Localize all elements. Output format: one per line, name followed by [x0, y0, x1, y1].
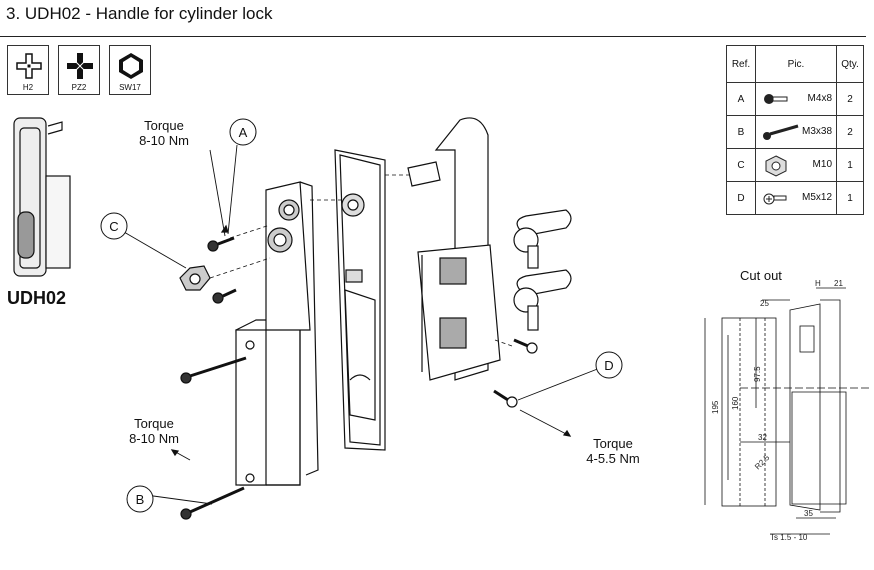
dim-32: 32: [758, 433, 767, 442]
product-thumbnail: [13, 117, 71, 277]
row-part: M4x8: [807, 93, 832, 104]
row-qty: 2: [836, 115, 864, 149]
parts-table: Ref. Pic. Qty. A M4x8 2 B M3x38 2 C M10 …: [726, 45, 864, 215]
dim-195: 195: [711, 400, 720, 414]
row-part: M3x38: [801, 126, 832, 137]
torque-label-right: Torque 4-5.5 Nm: [576, 436, 650, 466]
screw-d-2: [513, 338, 538, 354]
screw-medium-icon: [763, 193, 787, 205]
table-row: D M5x12 1: [726, 181, 864, 215]
dim-160: 160: [731, 396, 740, 410]
torque-bottom-line2: 8-10 Nm: [129, 431, 179, 446]
row-qty: 1: [836, 181, 864, 215]
col-ref: Ref.: [726, 45, 756, 83]
callout-b: B: [136, 492, 145, 507]
torque-top-line1: Torque: [144, 118, 184, 133]
callout-c-circle: [100, 212, 128, 240]
tool-h2: H2: [7, 45, 49, 95]
row-part: M10: [812, 159, 832, 170]
screw-a-2: [212, 288, 237, 304]
tool-pz2: PZ2: [58, 45, 100, 95]
pozidriv-cross-icon: [67, 53, 93, 79]
page-title: 3. UDH02 - Handle for cylinder lock: [6, 4, 273, 23]
dim-h: H: [815, 279, 821, 288]
callout-a-circle: [229, 118, 257, 146]
cylinder-lower: [513, 269, 572, 331]
callout-a: A: [239, 125, 248, 140]
leader-lines: [123, 144, 601, 505]
hex-h-cross-icon: [16, 53, 42, 79]
dim-97-5: 97.5: [753, 366, 762, 382]
callout-d-circle: [595, 351, 623, 379]
dim-21: 21: [834, 279, 843, 288]
row-ref: B: [726, 115, 756, 149]
nut-icon: [765, 155, 787, 177]
torque-right-line2: 4-5.5 Nm: [586, 451, 640, 466]
torque-right-line1: Torque: [593, 436, 633, 451]
screw-b-lower: [180, 486, 245, 520]
torque-label-bottom: Torque 8-10 Nm: [118, 416, 190, 446]
torque-bottom-line1: Torque: [134, 416, 174, 431]
row-qty: 1: [836, 148, 864, 182]
callout-d: D: [604, 358, 613, 373]
lock-body: [407, 117, 501, 381]
torque-label-top: Torque 8-10 Nm: [128, 118, 200, 148]
screw-long-icon: [763, 124, 799, 140]
cutout-label: Cut out: [740, 268, 782, 283]
cutout-drawing: [704, 287, 870, 535]
screw-a: [207, 236, 235, 252]
screw-short-icon: [764, 94, 788, 104]
handle-cover: [235, 181, 319, 486]
tool-label: PZ2: [71, 83, 87, 92]
screw-b-upper: [180, 356, 247, 384]
row-ref: D: [726, 181, 756, 215]
nut-c: [179, 265, 211, 291]
callout-c: C: [109, 219, 118, 234]
tool-sw17: SW17: [109, 45, 151, 95]
assembly-lines: [209, 174, 513, 347]
tool-label: SW17: [119, 83, 141, 92]
tool-label: H2: [22, 83, 34, 92]
screw-d: [493, 389, 518, 408]
torque-top-line2: 8-10 Nm: [139, 133, 189, 148]
model-name: UDH02: [7, 288, 67, 308]
hex-socket-icon: [119, 53, 143, 79]
cylinder-upper: [513, 209, 572, 269]
dim-35: 35: [804, 509, 813, 518]
dim-25: 25: [760, 299, 769, 308]
dim-ts: Ts 1.5 - 10: [770, 533, 808, 542]
table-row: B M3x38 2: [726, 115, 864, 149]
callout-b-circle: [126, 485, 154, 513]
back-plate: [334, 149, 386, 451]
title-divider: [0, 36, 866, 37]
table-row: C M10 1: [726, 148, 864, 182]
col-qty: Qty.: [836, 45, 864, 83]
dim-r: R2.5: [753, 453, 772, 472]
table-row: A M4x8 2: [726, 82, 864, 116]
row-part: M5x12: [801, 192, 832, 203]
